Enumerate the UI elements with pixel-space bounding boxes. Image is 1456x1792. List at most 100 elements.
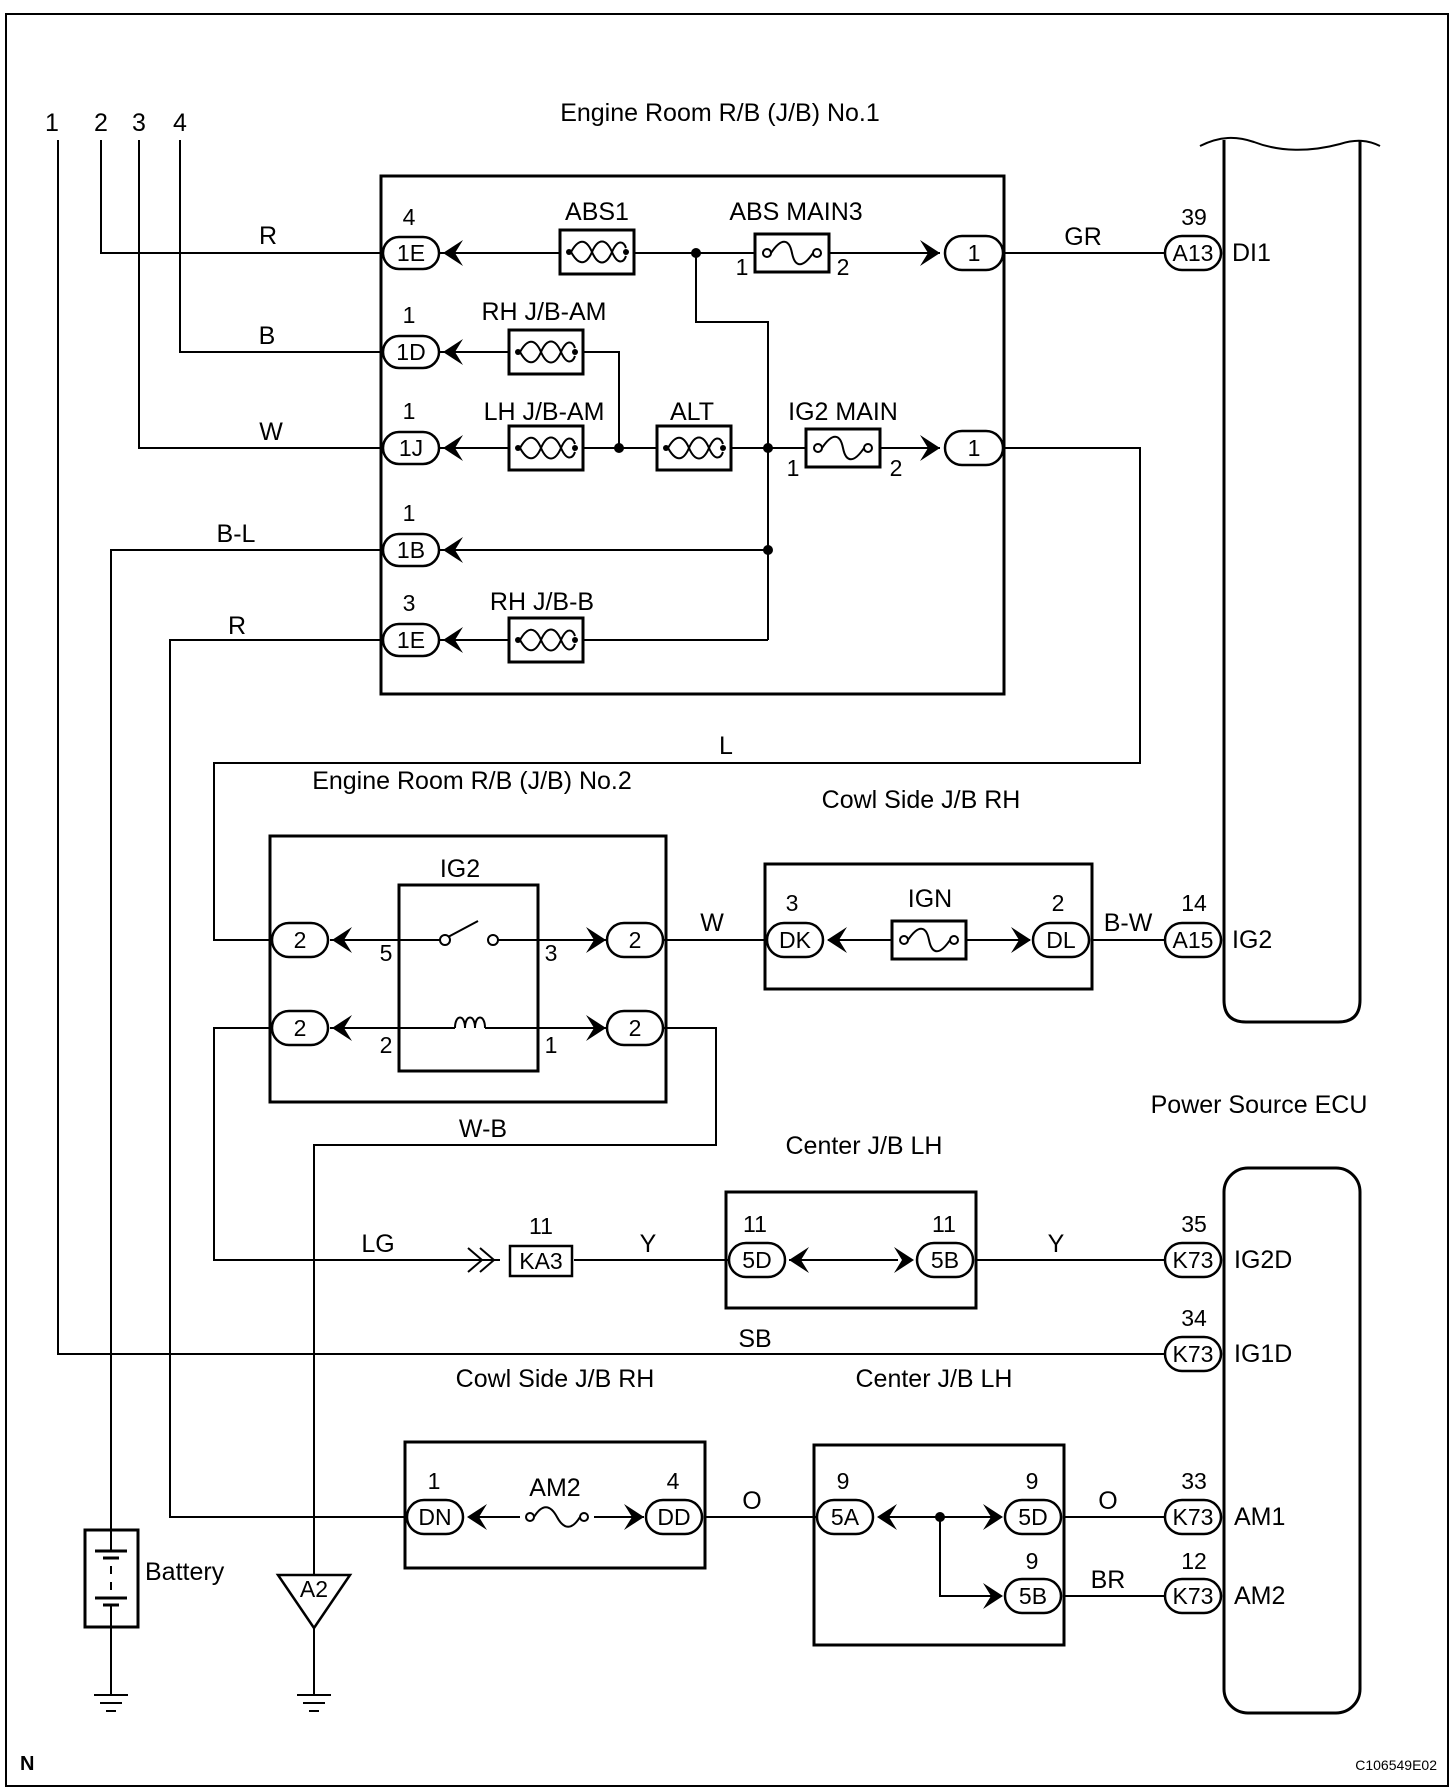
relay-switch-icon: [330, 920, 606, 946]
wire-color-lg: LG: [361, 1230, 394, 1258]
wire-color-o1: O: [742, 1487, 761, 1515]
pin-1e-bottom: 3: [403, 590, 416, 616]
ecu-top-body: [1222, 140, 1362, 1024]
connector-k73-4-label: K73: [1173, 1583, 1214, 1609]
connector-ka3: [508, 1244, 574, 1278]
ecu-title: Power Source ECU: [1151, 1091, 1368, 1119]
relay-ig2-label: IG2: [440, 855, 480, 883]
connector-r2b: [605, 921, 665, 959]
connector-r2a-label: 2: [294, 927, 307, 953]
pin-dn: 1: [428, 1468, 441, 1494]
connector-5a-label: 5A: [831, 1504, 860, 1530]
connector-dd: [644, 1498, 704, 1536]
relay-pin-1: 1: [545, 1032, 558, 1058]
connector-1e-top: [381, 235, 441, 271]
connector-1-top-label: 1: [968, 240, 981, 266]
ground-icon: [296, 1694, 332, 1712]
connector-k73-1-label: K73: [1173, 1247, 1214, 1273]
pin-k73-33: 33: [1181, 1468, 1207, 1494]
center-top-title: Center J/B LH: [785, 1132, 942, 1160]
fuse-ign-icon: [890, 919, 968, 961]
connector-5d-bottom: [1003, 1498, 1063, 1536]
fuse-ig2-main-label: IG2 MAIN: [788, 398, 898, 426]
ground-point-a2-icon: [275, 1573, 353, 1631]
pin-1j: 1: [403, 398, 416, 424]
fuse-alt-icon: [655, 424, 733, 472]
wire-color-o2: O: [1098, 1487, 1117, 1515]
relay-pin-2: 2: [380, 1032, 393, 1058]
wire-color-w-top: W: [259, 418, 283, 446]
ig2-main-pin-1: 1: [787, 455, 800, 481]
pin-5b-top: 11: [932, 1211, 956, 1237]
connector-1e-bottom: [381, 622, 441, 658]
wire-color-b: B: [259, 322, 276, 350]
connector-k73-1: [1163, 1241, 1223, 1279]
connector-dn: [405, 1498, 465, 1536]
pin-a13: 39: [1181, 204, 1207, 230]
cowl-top-box: [763, 862, 1094, 991]
connector-a15-label: A15: [1173, 927, 1214, 953]
connector-dl: [1031, 921, 1091, 959]
ecu-terminal-di1: DI1: [1232, 239, 1271, 267]
pin-dk: 3: [786, 890, 799, 916]
connector-dd-label: DD: [657, 1504, 690, 1530]
er2-box: [268, 834, 668, 1104]
wire-color-y1: Y: [640, 1230, 657, 1258]
connector-5a: [815, 1498, 875, 1536]
cowl-bottom-title: Cowl Side J/B RH: [456, 1365, 655, 1393]
pin-5a: 9: [837, 1468, 850, 1494]
connector-1e-bottom-label: 1E: [397, 627, 425, 653]
connector-5d-top-label: 5D: [742, 1247, 771, 1273]
terminal-4-label: 4: [173, 109, 187, 137]
connector-r2c: [270, 1009, 330, 1047]
pin-k73-35: 35: [1181, 1211, 1207, 1237]
connector-5b-top: [915, 1241, 975, 1279]
fuse-abs-main3-icon: [753, 232, 831, 274]
wires: [57, 140, 1168, 1695]
pin-k73-34: 34: [1181, 1305, 1207, 1331]
connector-k73-3-label: K73: [1173, 1504, 1214, 1530]
center-bottom-box: [812, 1443, 1066, 1647]
ig2-main-pin-2: 2: [890, 455, 903, 481]
pin-1e-top: 4: [403, 204, 416, 230]
connector-1d-label: 1D: [396, 339, 425, 365]
relay-coil-icon: [330, 1016, 606, 1029]
ground-point-a2-label: A2: [300, 1576, 328, 1602]
ecu-terminal-am1: AM1: [1234, 1503, 1285, 1531]
fuse-alt-label: ALT: [670, 398, 714, 426]
wire-color-bl: B-L: [217, 520, 256, 548]
pin-5b-bottom: 9: [1026, 1548, 1039, 1574]
fuse-abs-main3-label: ABS MAIN3: [729, 198, 862, 226]
pin-ka3: 11: [529, 1213, 553, 1239]
connector-1d: [381, 334, 441, 370]
er1-title: Engine Room R/B (J/B) No.1: [560, 99, 880, 127]
pin-a15: 14: [1181, 890, 1207, 916]
wire-color-l: L: [719, 732, 733, 760]
ecu-terminal-ig2: IG2: [1232, 926, 1272, 954]
fuse-lh-jb-am-label: LH J/B-AM: [484, 398, 605, 426]
connector-r2d-label: 2: [629, 1015, 642, 1041]
connector-1j-label: 1J: [399, 435, 423, 461]
fuse-rh-jb-b-icon: [507, 616, 585, 664]
connector-1e-top-label: 1E: [397, 240, 425, 266]
connector-1-mid-label: 1: [968, 435, 981, 461]
pin-dl: 2: [1052, 890, 1065, 916]
connector-1j: [381, 430, 441, 466]
fuse-ig2-main-icon: [804, 427, 882, 469]
pin-1d: 1: [403, 302, 416, 328]
connector-1b-label: 1B: [397, 537, 425, 563]
wire-color-sb: SB: [738, 1325, 771, 1353]
connector-a15: [1163, 921, 1223, 959]
relay-pin-3: 3: [545, 940, 558, 966]
er1-box: [379, 174, 1006, 696]
wire-color-w-mid: W: [700, 909, 724, 937]
connector-k73-3: [1163, 1498, 1223, 1536]
ecu-terminal-am2: AM2: [1234, 1582, 1285, 1610]
connector-r2d: [605, 1009, 665, 1047]
wire-color-r-top: R: [259, 222, 277, 250]
connector-1-mid: [943, 429, 1005, 467]
fuse-lh-jb-am-icon: [507, 424, 585, 472]
connector-r2c-label: 2: [294, 1015, 307, 1041]
pin-1b: 1: [403, 500, 416, 526]
